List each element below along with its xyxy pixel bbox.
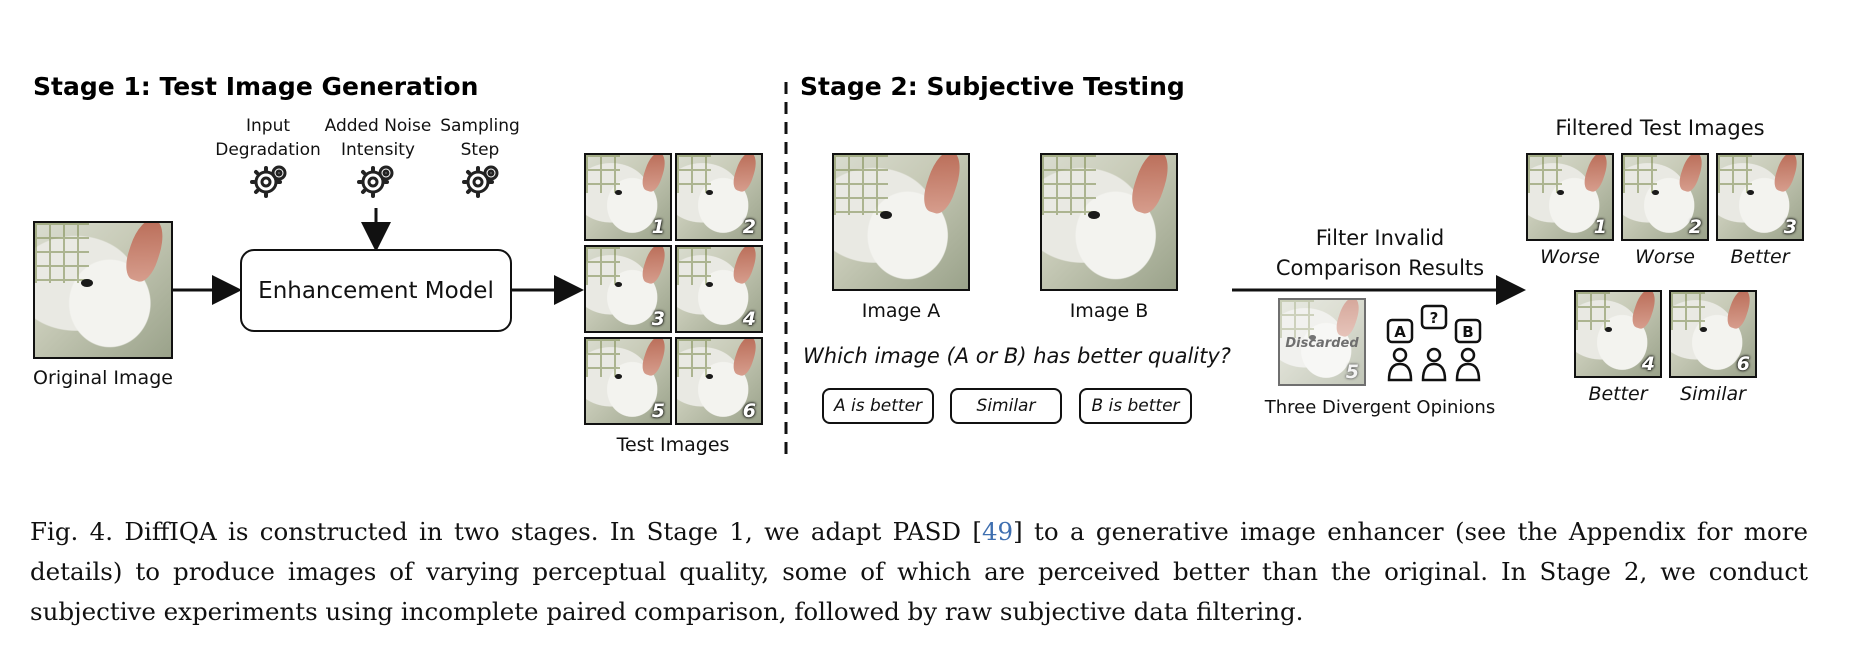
filtered-image-number: 2 (1688, 216, 1702, 238)
figure-caption: Fig. 4. DiffIQA is constructed in two st… (30, 512, 1808, 632)
param-label-line2: Intensity (341, 140, 415, 160)
test-image-6: 6 (675, 337, 763, 425)
filtered-image-number: 4 (1641, 353, 1655, 375)
three-divergent-opinions-label: Three Divergent Opinions (1264, 397, 1496, 418)
test-images-label: Test Images (616, 434, 730, 456)
enhancement-model-box: Enhancement Model (240, 249, 512, 332)
test-image-4: 4 (675, 245, 763, 333)
filtered-test-images-title: Filtered Test Images (1555, 116, 1765, 140)
comparison-question: Which image (A or B) has better quality? (803, 344, 1231, 368)
a-is-better-button[interactable]: A is better (822, 388, 934, 424)
filtered-verdict: Worse (1540, 246, 1600, 268)
caption-text-part2: ] to a generative image enhancer (see th… (30, 517, 1809, 626)
discarded-image: Discarded 5 (1278, 298, 1366, 386)
test-image-3: 3 (584, 245, 672, 333)
test-image-2: 2 (675, 153, 763, 241)
filtered-image-6: 6 (1669, 290, 1757, 378)
filtered-verdict: Worse (1635, 246, 1695, 268)
test-image-number: 2 (742, 216, 756, 238)
param-label-line2: Degradation (215, 140, 321, 160)
filtered-verdict: Similar (1680, 383, 1746, 405)
original-image-label: Original Image (33, 367, 173, 389)
test-image-number: 6 (742, 400, 756, 422)
filtered-image-3: 3 (1716, 153, 1804, 241)
stage2-title: Stage 2: Subjective Testing (800, 72, 1185, 101)
caption-text-part1: Fig. 4. DiffIQA is constructed in two st… (30, 517, 982, 546)
b-is-better-button[interactable]: B is better (1079, 388, 1192, 424)
gear-icon (462, 165, 499, 198)
similar-button[interactable]: Similar (950, 388, 1062, 424)
filtered-image-2: 2 (1621, 153, 1709, 241)
filter-label-line1: Filter Invalid (1315, 226, 1445, 250)
filter-label-line2: Comparison Results (1275, 256, 1485, 280)
stage1-title: Stage 1: Test Image Generation (33, 72, 479, 101)
opinion-letter: A (1394, 323, 1406, 341)
filtered-image-number: 3 (1783, 216, 1797, 238)
original-image (33, 221, 173, 359)
filtered-image-4: 4 (1574, 290, 1662, 378)
filtered-verdict: Better (1588, 383, 1648, 405)
test-image-1: 1 (584, 153, 672, 241)
param-label-line1: Sampling (440, 116, 520, 136)
discarded-label: Discarded (1285, 336, 1359, 351)
image-a (832, 153, 970, 291)
test-image-number: 4 (742, 308, 756, 330)
param-input-degradation: Input Degradation (208, 114, 328, 162)
filtered-image-1: 1 (1526, 153, 1614, 241)
test-image-5: 5 (584, 337, 672, 425)
discarded-number: 5 (1345, 361, 1359, 383)
image-a-label: Image A (861, 300, 941, 322)
image-b-label: Image B (1069, 300, 1149, 322)
test-image-number: 5 (651, 400, 665, 422)
param-sampling-step: Sampling Step (430, 114, 530, 162)
param-added-noise-intensity: Added Noise Intensity (313, 114, 443, 162)
image-b (1040, 153, 1178, 291)
gear-icon (250, 165, 287, 198)
filtered-verdict: Better (1730, 246, 1790, 268)
param-label-line2: Step (460, 140, 500, 160)
param-label-line1: Added Noise (324, 116, 432, 136)
test-image-number: 3 (651, 308, 665, 330)
filtered-image-number: 1 (1593, 216, 1607, 238)
filtered-image-number: 6 (1736, 353, 1750, 375)
test-image-number: 1 (651, 216, 665, 238)
opinion-letter: ? (1430, 309, 1439, 327)
citation-link[interactable]: 49 (981, 517, 1014, 546)
param-label-line1: Input (245, 116, 291, 136)
opinion-letter: B (1462, 323, 1473, 341)
gear-icon (357, 165, 394, 198)
divergent-opinions-icon: A ? B (1386, 304, 1482, 382)
